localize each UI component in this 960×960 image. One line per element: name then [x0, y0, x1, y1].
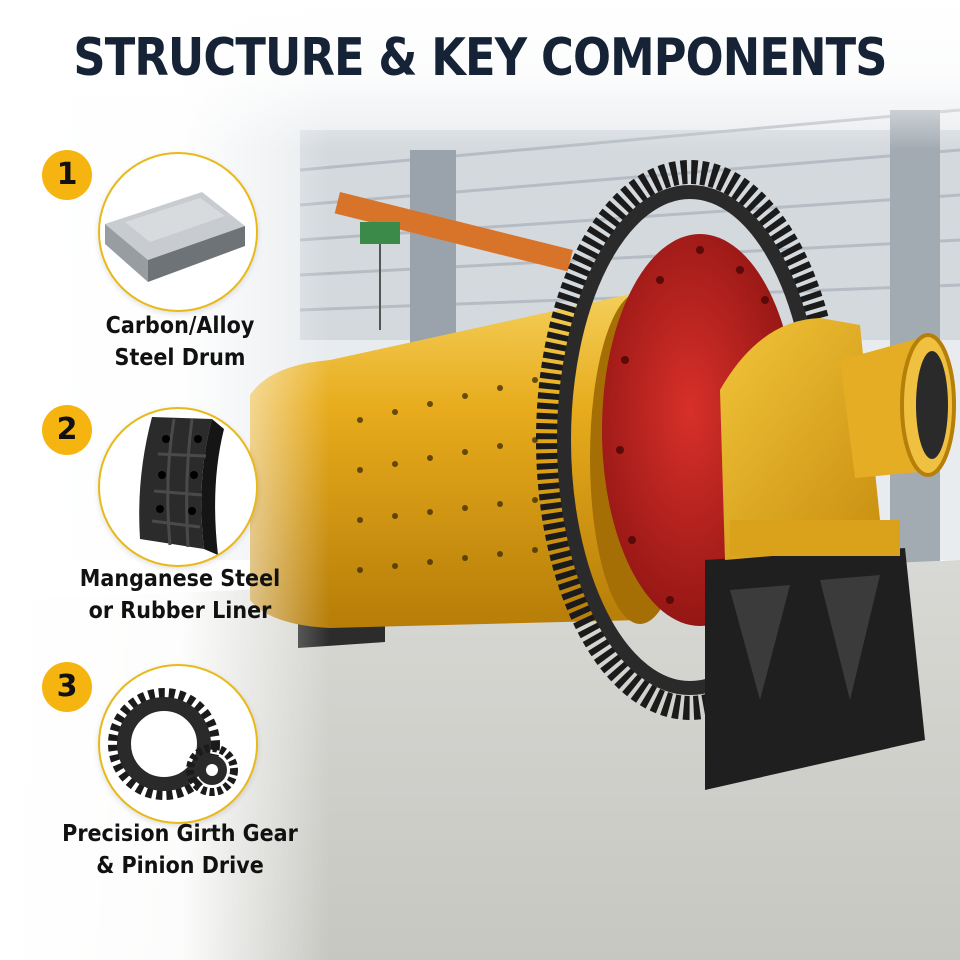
- caption-line-2: or Rubber Liner: [88, 598, 272, 624]
- caption-line-1: Manganese Steel: [79, 566, 281, 592]
- component-item-2: 2 Manganese Steel or Rubber Liner: [0, 405, 330, 675]
- gear-pinion-icon: [98, 664, 258, 824]
- caption-line-1: Precision Girth Gear: [62, 821, 298, 847]
- caption-line-2: & Pinion Drive: [96, 853, 264, 879]
- mill-base: [705, 548, 925, 790]
- steel-plate-icon: [98, 152, 258, 312]
- component-caption: Precision Girth Gear & Pinion Drive: [54, 818, 306, 882]
- component-item-1: 1 Carbon/Alloy Steel Drum: [0, 150, 330, 420]
- component-caption: Carbon/Alloy Steel Drum: [54, 310, 306, 374]
- number-badge: 2: [42, 405, 92, 455]
- page-title: STRUCTURE & KEY COMPONENTS: [73, 28, 887, 88]
- caption-line-2: Steel Drum: [114, 345, 246, 371]
- liner-plate-icon: [98, 407, 258, 567]
- number-badge: 1: [42, 150, 92, 200]
- component-item-3: 3 Precision Girth Gear & Pinion Drive: [0, 662, 330, 932]
- number-badge: 3: [42, 662, 92, 712]
- caption-line-1: Carbon/Alloy: [105, 313, 255, 339]
- feed-trunnion: [840, 333, 956, 478]
- component-caption: Manganese Steel or Rubber Liner: [54, 563, 306, 627]
